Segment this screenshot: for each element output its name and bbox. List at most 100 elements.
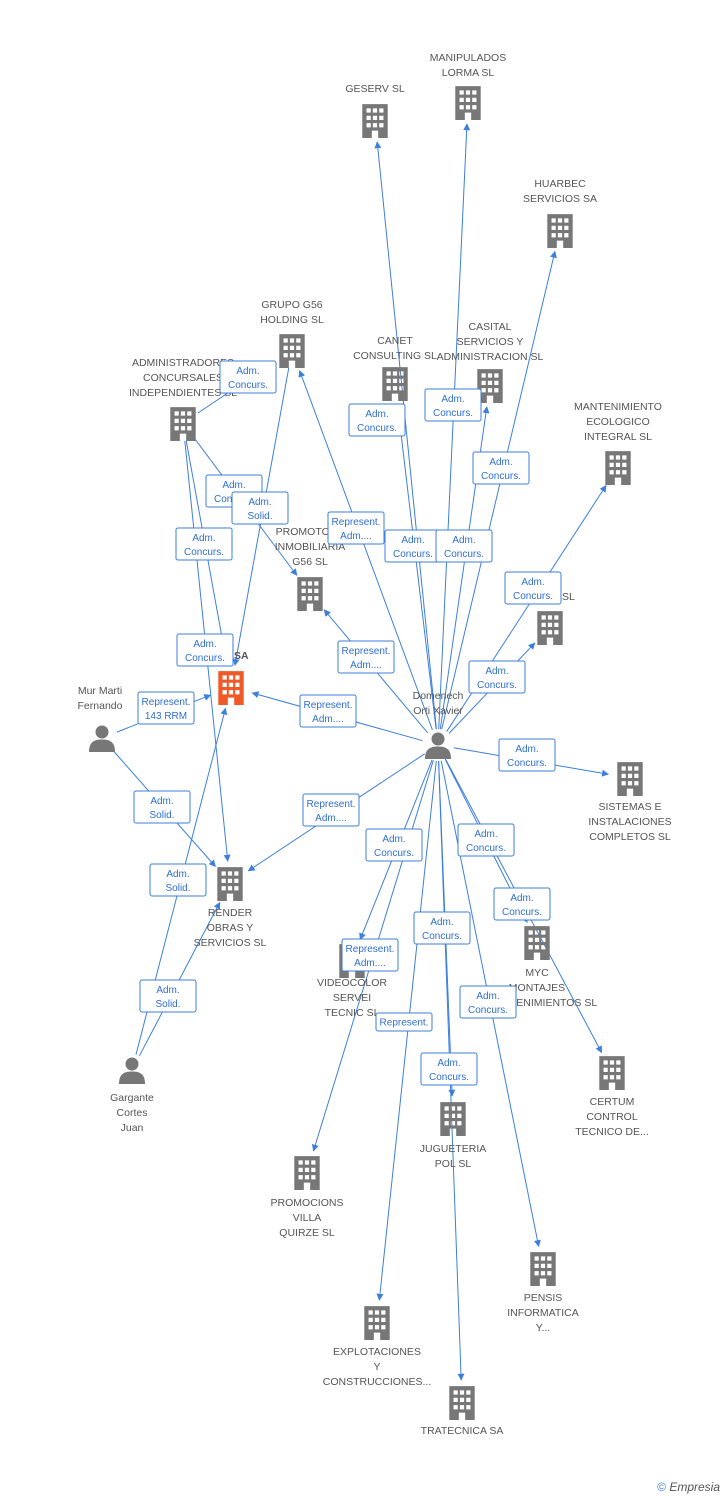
edge-label-domenech-tratecnica[interactable]: Represent.: [375, 1012, 433, 1032]
edge-label-domenech-videocolor[interactable]: Adm.Concurs.: [365, 828, 423, 862]
edge-domenech-grupog56: [298, 369, 433, 731]
edge-label-domenech-canet[interactable]: Adm. Concurs.: [384, 529, 442, 563]
node-label-line: MONTAJES: [509, 982, 565, 994]
edge-label-domenech-explotaciones[interactable]: Adm.Concurs.: [420, 1052, 478, 1086]
edge-label-domenech-myc[interactable]: Adm.Concurs.: [457, 823, 515, 857]
node-label-line: GESERV SL: [345, 83, 404, 95]
edge-label-box: [302, 793, 360, 827]
edge-label-domenech-hidden[interactable]: Adm.Concurs.: [468, 660, 526, 694]
edge-label-box: [472, 451, 530, 485]
node-label-line: Gargante: [110, 1092, 154, 1104]
edge-label-domenech-jugueteria[interactable]: Adm. Concurs.: [413, 911, 471, 945]
edge-label-text: Adm....: [354, 958, 386, 969]
edge-label-gargante-render[interactable]: Adm.Solid.: [139, 979, 197, 1013]
edge-label-text: Adm.: [401, 535, 424, 546]
node-label-line: SA: [234, 650, 249, 662]
building-icon: [455, 86, 481, 120]
edge-label-adminconc-render[interactable]: Adm.Concurs.: [176, 633, 234, 667]
edge-label-gargante-focus[interactable]: Adm.Solid.: [149, 863, 207, 897]
edge-label-domenech-huarbec[interactable]: Adm.Concurs.: [472, 451, 530, 485]
edge-label-text: Concurs.: [433, 408, 473, 419]
node-tratecnica[interactable]: TRATECNICA SA: [421, 1386, 504, 1437]
edge-label-domenech-mantenimiento[interactable]: Adm.Concurs.: [504, 571, 562, 605]
edge-label-text: Concurs.: [184, 547, 224, 558]
node-label-line: CASITAL: [469, 321, 512, 333]
brand-logo[interactable]: Empresia: [669, 1480, 720, 1494]
edge-label-text: Adm.: [156, 985, 179, 996]
node-hidden[interactable]: SL: [537, 591, 575, 645]
edge-label-box: [424, 388, 482, 422]
node-label-line: JUGUETERIA: [420, 1143, 487, 1155]
node-label-line: MANIPULADOS: [430, 52, 506, 64]
building-icon: [294, 1156, 320, 1190]
edge-label-text: Solid.: [165, 883, 190, 894]
building-icon: [382, 367, 408, 401]
edge-label-text: Concurs.: [393, 549, 433, 560]
edge-label-domenech-sistemas[interactable]: Adm.Concurs.: [498, 738, 556, 772]
edge-label-murmarti-focus[interactable]: Represent.143 RRM: [137, 691, 195, 725]
node-label-line: ADMINISTRACION SL: [437, 351, 544, 363]
node-label-line: INSTALACIONES: [588, 816, 671, 828]
edge-label-domenech-certum[interactable]: Adm.Concurs.: [493, 887, 551, 921]
edge-label-text: Concurs.: [466, 843, 506, 854]
edge-label-text: Adm.: [430, 917, 453, 928]
node-label-line: Y: [373, 1361, 380, 1373]
edge-label-domenech-grupog56[interactable]: Represent.Adm....: [327, 511, 385, 545]
edge-label-domenech-focus[interactable]: Represent.Adm....: [299, 694, 357, 728]
edge-label-text: Solid.: [149, 810, 174, 821]
edge-label-grupog56-focus[interactable]: Adm.Solid.: [231, 491, 289, 525]
edge-label-domenech-promocions[interactable]: Represent.Adm....: [341, 938, 399, 972]
node-label-line: VILLA: [293, 1212, 322, 1224]
edge-label-domenech-geserv[interactable]: Adm.Concurs.: [348, 403, 406, 437]
edge-label-text: Adm....: [312, 714, 344, 725]
node-label-line: OBRAS Y: [207, 922, 254, 934]
edge-label-box: [459, 985, 517, 1019]
node-geserv[interactable]: GESERV SL: [345, 83, 405, 138]
edge-label-box: [149, 863, 207, 897]
edge-label-adminconc-grupog56[interactable]: Adm.Concurs.: [219, 360, 277, 394]
edge-label-text: Concurs.: [507, 758, 547, 769]
edge-label-murmarti-render[interactable]: Adm.Solid.: [133, 790, 191, 824]
edge-label-text: Concurs.: [422, 931, 462, 942]
edge-label-domenech-promotora[interactable]: Represent.Adm....: [337, 640, 395, 674]
edge-label-domenech-casital[interactable]: Adm.Concurs.: [435, 529, 493, 563]
edge-label-box: [299, 694, 357, 728]
edge-label-domenech-pensis[interactable]: Adm.Concurs.: [459, 985, 517, 1019]
edge-label-text: Concurs.: [502, 907, 542, 918]
building-icon: [217, 867, 243, 901]
building-icon: [617, 762, 643, 796]
edge-label-text: Adm....: [350, 660, 382, 671]
node-label-line: CONSTRUCCIONES...: [323, 1376, 432, 1388]
node-label-line: Orti Xavier: [413, 705, 463, 717]
edge-label-adminconc-focus[interactable]: Adm.Concurs.: [175, 527, 233, 561]
node-label-line: HUARBEC: [534, 178, 586, 190]
node-focus[interactable]: SA: [218, 650, 249, 705]
building-icon: [364, 1306, 390, 1340]
edge-label-domenech-render[interactable]: Represent.Adm....: [302, 793, 360, 827]
node-label-line: INFORMATICA: [507, 1307, 579, 1319]
edge-label-domenech-manipulados[interactable]: Adm.Concurs.: [424, 388, 482, 422]
